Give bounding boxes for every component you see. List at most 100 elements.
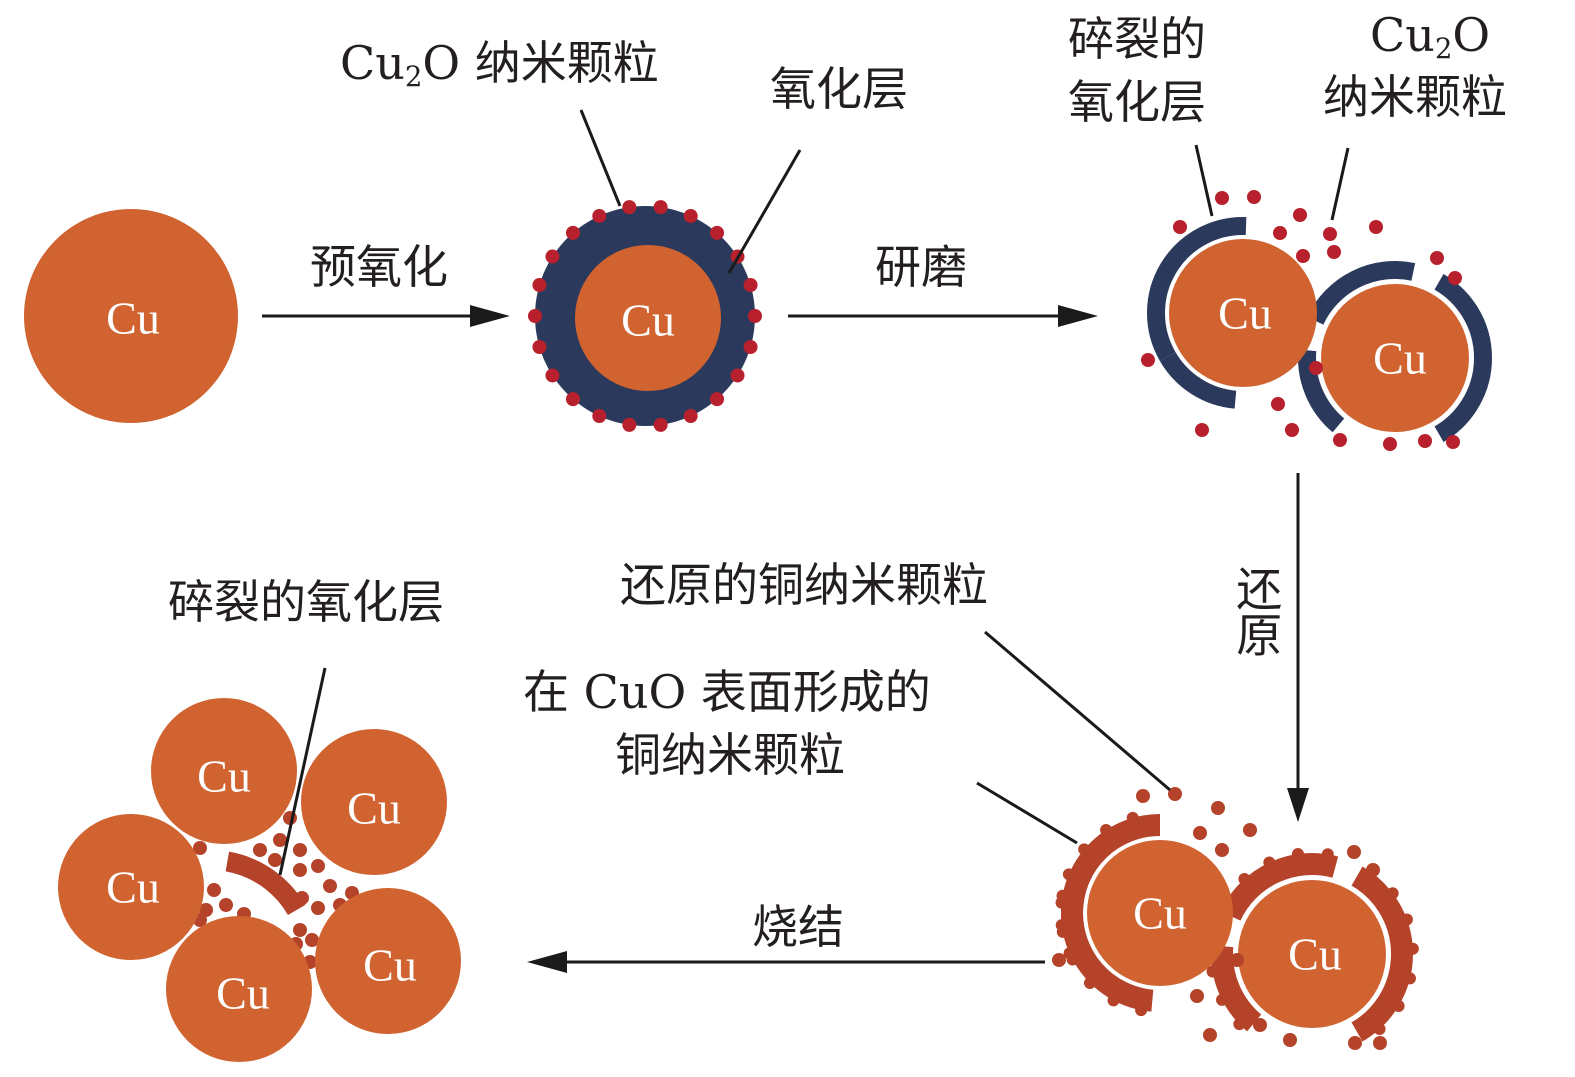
sintered-nanoparticle	[293, 843, 307, 857]
arrow-sintering	[527, 951, 1045, 973]
cu2o-nanoparticle	[528, 309, 542, 323]
cu-nanoparticle	[1168, 787, 1182, 801]
label-cu2o-right-line1: Cu2O	[1370, 8, 1491, 65]
copper-core	[575, 245, 721, 391]
copper-particle	[151, 698, 297, 844]
stage-3-fractured-oxide: Cu Cu	[1141, 190, 1492, 451]
cu-nanoparticle-on-cuo	[1107, 994, 1120, 1007]
cu2o-nanoparticle	[545, 249, 560, 264]
cu2o-nanoparticle	[1247, 190, 1261, 204]
cu2o-nanoparticle	[565, 225, 580, 240]
copper-particle	[1169, 239, 1317, 387]
copper-label: Cu	[1373, 333, 1427, 384]
cu2o-nanoparticle	[622, 200, 637, 215]
sintered-nanoparticle	[253, 843, 267, 857]
copper-particle	[166, 916, 312, 1062]
cu2o-nanoparticle	[748, 309, 762, 323]
cu-nanoparticle	[1190, 989, 1204, 1003]
copper-label: Cu	[363, 940, 417, 991]
stage-5-sintered-cluster: Cu Cu Cu Cu Cu	[58, 698, 461, 1062]
sintered-nanoparticle	[293, 923, 307, 937]
sintered-nanoparticle	[311, 859, 325, 873]
cu-nanoparticle	[1347, 845, 1361, 859]
cu-nanoparticle	[1052, 953, 1066, 967]
cu-nanoparticle-on-cuo	[1078, 843, 1091, 856]
cu2o-nanoparticle	[1333, 433, 1347, 447]
cu-nanoparticle	[1215, 843, 1229, 857]
cu-nanoparticle-on-cuo	[1083, 977, 1096, 990]
sintered-nanoparticle	[311, 901, 325, 915]
cu2o-nanoparticle	[1215, 191, 1229, 205]
sintered-nanoparticle	[305, 933, 319, 947]
oxide-fragment	[1159, 351, 1237, 409]
leader-cu2o-top	[579, 109, 622, 207]
label-cu-on-cuo-line1: 在 CuO 表面形成的	[523, 665, 931, 719]
cu-nanoparticle-on-cuo	[1216, 993, 1229, 1006]
cu-nanoparticle	[1203, 1028, 1217, 1042]
cu-nanoparticle-on-cuo	[1206, 965, 1219, 978]
copper-label: Cu	[197, 751, 251, 802]
label-oxide-layer: 氧化层	[770, 62, 908, 116]
leader-cu-on-cuo	[976, 781, 1078, 845]
arrow-head	[470, 305, 510, 327]
cu-nanoparticle-on-cuo	[1406, 942, 1419, 955]
cu-nanoparticle-on-cuo	[1055, 919, 1068, 932]
oxide-fragment	[1434, 274, 1492, 442]
copper-particle	[58, 814, 204, 960]
cu-nanoparticle-on-cuo	[1233, 1018, 1246, 1031]
step-reduction: 还原	[1229, 565, 1284, 657]
cu2o-nanoparticle	[1323, 227, 1337, 241]
copper-particle	[1238, 880, 1386, 1028]
cu2o-nanoparticle	[622, 417, 637, 432]
stage-1-bare-copper: Cu	[24, 209, 238, 423]
cu2o-nanoparticle	[1369, 220, 1383, 234]
sintered-nanoparticle	[207, 883, 221, 897]
leader-fractured-oxide-bottom	[278, 667, 327, 876]
label-fractured-oxide-line1: 碎裂的	[1068, 12, 1206, 66]
cuo-fragment	[1351, 866, 1413, 1042]
cu2o-nanoparticle	[1271, 397, 1285, 411]
cu2o-nanoparticle	[1446, 435, 1460, 449]
cu2o-nanoparticle	[730, 368, 745, 383]
cuo-fragment	[1220, 853, 1339, 921]
cu-nanoparticle-on-cuo	[1263, 856, 1276, 869]
sintered-nanoparticle	[219, 898, 233, 912]
sintered-nanoparticle	[295, 891, 309, 905]
cu2o-nanoparticle	[1173, 220, 1187, 234]
cu2o-nanoparticle	[565, 392, 580, 407]
cu2o-nanoparticle	[1296, 249, 1310, 263]
cu2o-nanoparticle	[1141, 353, 1155, 367]
arrow-head	[1287, 788, 1309, 822]
cu2o-nanoparticle	[683, 208, 698, 223]
label-reduced-cu-nanoparticles: 还原的铜纳米颗粒	[620, 558, 988, 612]
arrow-grinding	[788, 305, 1098, 327]
cu2o-nanoparticle	[1195, 423, 1209, 437]
cu-nanoparticle	[1253, 1018, 1267, 1032]
cu-nanoparticle-on-cuo	[1386, 887, 1399, 900]
cu2o-nanoparticle	[743, 339, 758, 354]
arrow-head	[1058, 305, 1098, 327]
cu2o-nanoparticle	[710, 225, 725, 240]
cu2o-nanoparticle	[592, 208, 607, 223]
cu-nanoparticle	[1366, 863, 1380, 877]
leader-oxide-layer	[727, 149, 802, 274]
leader-cu2o-right	[1330, 147, 1350, 221]
cu2o-nanoparticle	[1327, 245, 1341, 259]
cuo-fragment	[1211, 945, 1262, 1032]
step-grinding: 研磨	[875, 240, 967, 294]
cu-nanoparticle-on-cuo	[1062, 868, 1075, 881]
cu2o-nanoparticle	[1430, 251, 1444, 265]
copper-label: Cu	[106, 862, 160, 913]
cu2o-nanoparticle	[1383, 437, 1397, 451]
cu2o-nanoparticle	[653, 417, 668, 432]
cu2o-nanoparticles	[1141, 190, 1462, 451]
cu2o-nanoparticle	[710, 392, 725, 407]
copper-particle	[301, 729, 447, 875]
cu-nanoparticle-on-cuo	[1403, 972, 1416, 985]
sintered-nanoparticle	[323, 879, 337, 893]
cu-nanoparticle-on-cuo	[1056, 889, 1069, 902]
cu2o-nanoparticle	[1448, 271, 1462, 285]
step-pre-oxidation: 预氧化	[310, 240, 448, 294]
arrow-pre-oxidation	[262, 305, 510, 327]
